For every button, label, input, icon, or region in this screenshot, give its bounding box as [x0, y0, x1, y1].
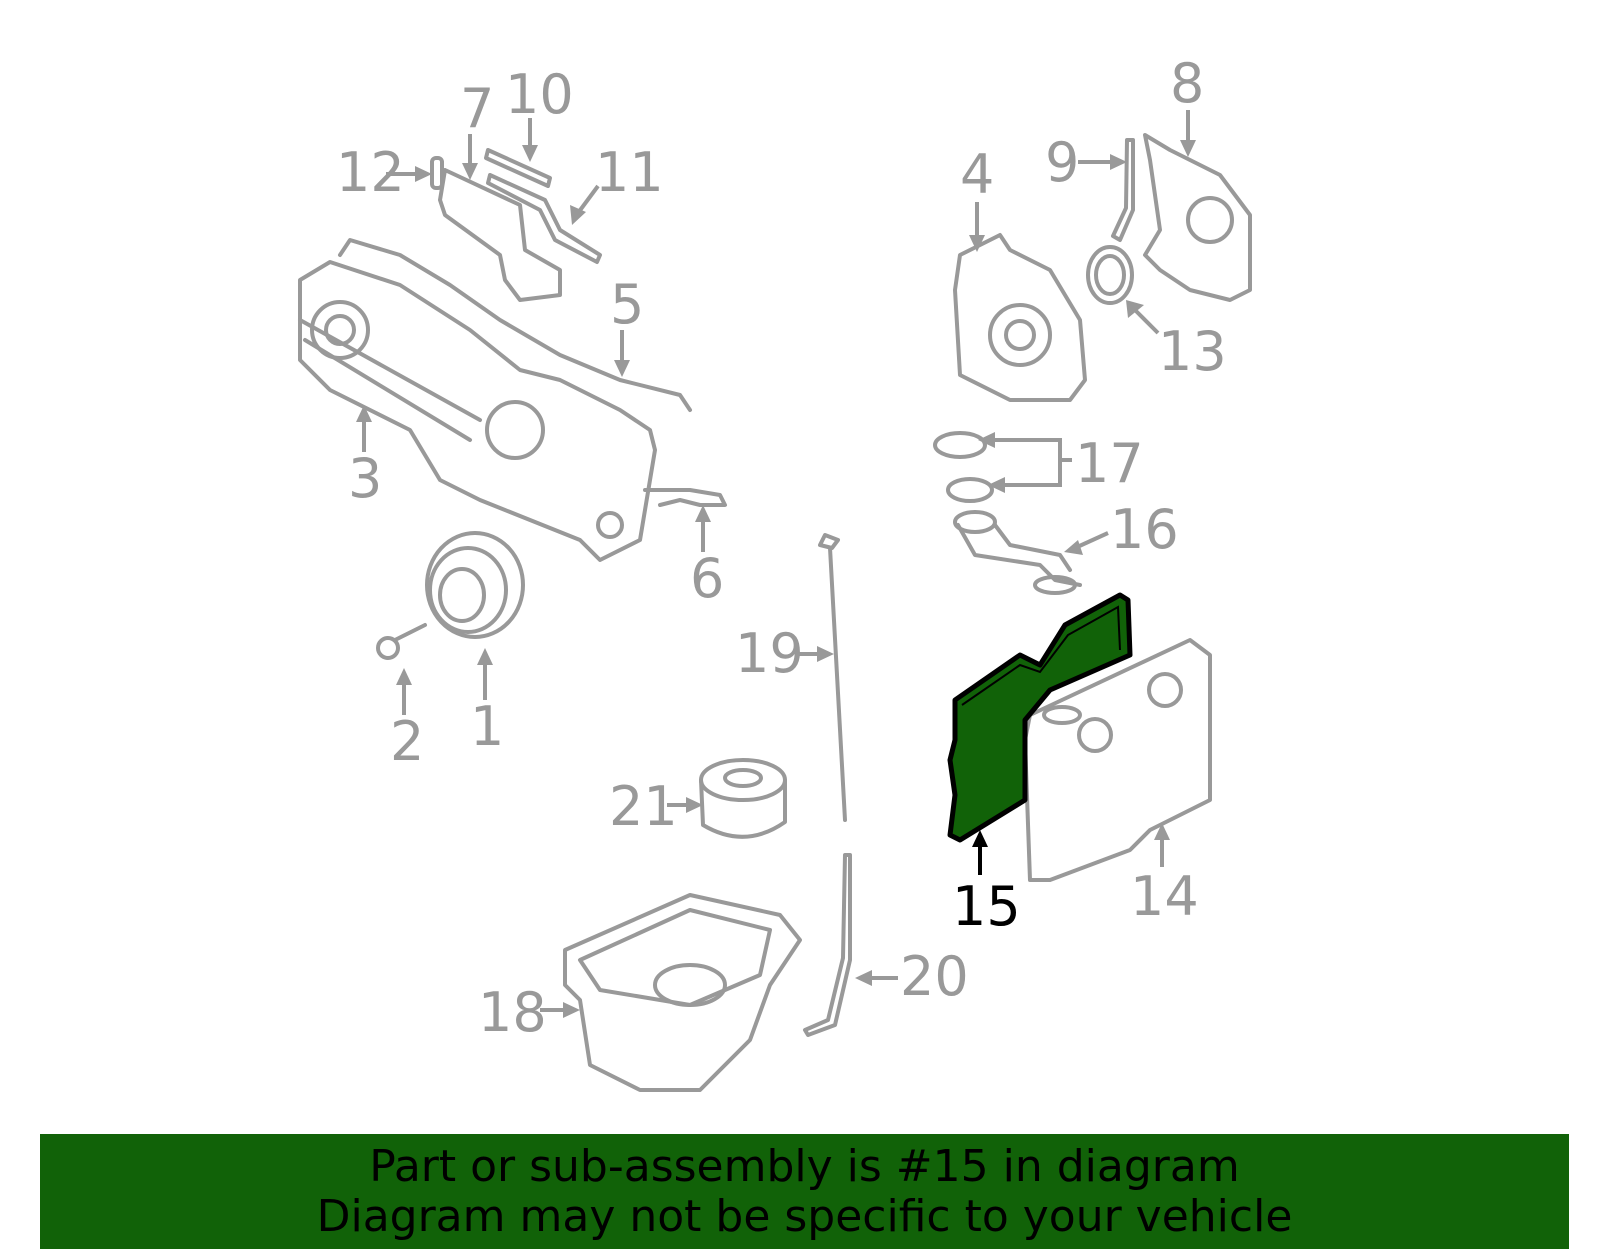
part-20-dipstick-tube	[803, 853, 852, 1037]
callout-label-12: 12	[336, 141, 405, 204]
part-info-banner: Part or sub-assembly is #15 in diagram D…	[40, 1134, 1569, 1249]
part-14-valve-cover	[1023, 638, 1212, 882]
banner-line-2: Diagram may not be specific to your vehi…	[316, 1190, 1293, 1242]
callout-label-9: 9	[1045, 131, 1080, 194]
callout-label-21: 21	[609, 775, 678, 838]
part-7	[438, 168, 562, 302]
callout-label-10: 10	[505, 63, 574, 126]
callout-label-2: 2	[390, 710, 425, 773]
callout-label-13: 13	[1158, 320, 1227, 383]
banner-line-1: Part or sub-assembly is #15 in diagram	[369, 1140, 1240, 1192]
part-12	[430, 156, 444, 190]
part-4-timing-cover-rear	[953, 233, 1087, 402]
part-8-timing-cover-right	[1143, 133, 1252, 302]
callout-label-20: 20	[900, 945, 969, 1008]
part-10	[484, 148, 552, 188]
callout-label-4: 4	[960, 143, 995, 206]
callout-label-1: 1	[470, 695, 505, 758]
part-18-oil-pan	[563, 893, 802, 1092]
callout-label-16: 16	[1110, 498, 1179, 561]
part-15-valve-cover-gasket	[947, 592, 1133, 843]
part-21-oil-filter	[699, 758, 787, 839]
part-2-bolt	[376, 623, 427, 660]
callout-label-8: 8	[1170, 52, 1205, 115]
callout-label-7: 7	[460, 77, 495, 140]
part-19-dipstick	[818, 533, 847, 822]
callout-label-15: 15	[952, 875, 1021, 938]
callout-label-11: 11	[595, 141, 664, 204]
callout-label-6: 6	[690, 547, 725, 610]
callout-label-17: 17	[1075, 432, 1144, 495]
part-9	[1111, 138, 1135, 242]
part-16-filler-tube	[953, 510, 1082, 595]
callout-label-19: 19	[735, 622, 804, 685]
callout-arrows	[356, 110, 1196, 1018]
part-13-seal	[1086, 245, 1134, 305]
callout-label-18: 18	[478, 981, 547, 1044]
part-3-timing-cover	[298, 238, 692, 562]
part-17-filler-cap	[933, 431, 994, 503]
part-1-crank-pulley	[425, 531, 525, 639]
callout-label-3: 3	[348, 447, 383, 510]
part-6	[643, 488, 727, 507]
callout-label-14: 14	[1130, 865, 1199, 928]
part-11	[486, 173, 602, 264]
callout-label-5: 5	[610, 273, 645, 336]
